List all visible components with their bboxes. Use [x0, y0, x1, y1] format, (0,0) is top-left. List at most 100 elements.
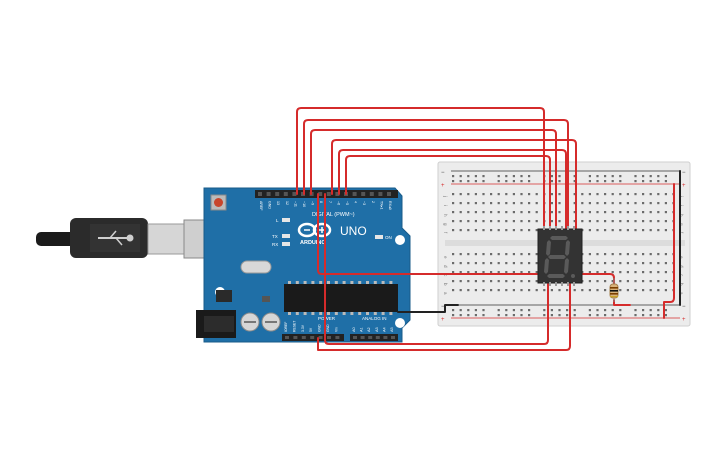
row-letter: d	[679, 265, 684, 268]
l-led	[282, 218, 290, 222]
digital-pin-label: AREF	[259, 201, 263, 211]
model-label: UNO	[340, 224, 367, 238]
wire-red[interactable]	[317, 283, 571, 351]
row-letter: c	[443, 274, 448, 277]
on-led	[375, 235, 383, 239]
analog-pin-label: A3	[375, 327, 379, 332]
header-hole	[275, 192, 280, 196]
digital-header-label: DIGITAL (PWM~)	[312, 212, 355, 218]
wire-red[interactable]	[338, 149, 567, 233]
analog-pin-label: A2	[367, 327, 371, 332]
breadboard-holes	[452, 175, 675, 317]
rail-plus-symbol: +	[682, 183, 686, 189]
digital-pin-label: RX◂0	[388, 201, 392, 210]
analog-pin-label: A1	[360, 327, 364, 332]
rx-led-label: RX	[272, 242, 278, 247]
digital-pin-label: ~5	[345, 201, 349, 205]
brand-label: ARDUINO	[300, 240, 326, 246]
digital-header	[255, 190, 398, 198]
header-hole	[266, 192, 271, 196]
wire-red[interactable]	[317, 193, 615, 291]
power-pin-label: RESET	[292, 321, 296, 332]
analog-pin-label: A4	[382, 327, 386, 332]
row-letter: a	[443, 292, 448, 295]
tx-led-label: TX	[272, 234, 278, 239]
wire-black[interactable]	[397, 304, 459, 313]
tx-led	[282, 234, 290, 238]
digital-pin-label: ~6	[336, 201, 340, 205]
header-hole	[335, 192, 340, 196]
wire-red[interactable]	[345, 155, 551, 233]
display-pins	[543, 226, 575, 286]
wire-red[interactable]	[303, 119, 569, 233]
segment-f	[546, 240, 551, 256]
row-letter: e	[679, 256, 684, 259]
seven-segment-display[interactable]	[537, 226, 583, 286]
row-letter: b	[679, 283, 684, 286]
rail-minus-symbol: −	[682, 304, 686, 310]
power-pin-label: GND	[318, 324, 322, 332]
chip-pins	[288, 281, 393, 315]
segment-c	[564, 258, 569, 274]
wire-red[interactable]	[663, 183, 675, 319]
digital-pin-label: ~10	[302, 201, 306, 207]
row-letter: f	[679, 232, 684, 234]
usb-connector	[147, 223, 189, 255]
usb-cable-wire	[36, 232, 76, 246]
segment-b	[565, 240, 570, 256]
power-pin-label: GND	[326, 324, 330, 332]
header-hole	[283, 192, 288, 196]
segment-a	[550, 236, 568, 240]
wire-red[interactable]	[310, 129, 557, 233]
rail-minus-symbol: −	[682, 170, 686, 176]
capacitor	[261, 312, 281, 332]
wire-red[interactable]	[331, 139, 577, 233]
analog-pin-label: A5	[390, 327, 394, 332]
wires[interactable]	[296, 107, 681, 351]
power-jack-inner	[204, 316, 234, 332]
header-hole	[258, 192, 262, 196]
power-pin-label: 5V	[309, 327, 313, 332]
row-letter: a	[679, 292, 684, 295]
on-led-label: ON	[385, 235, 392, 240]
l-led-label: L	[276, 218, 279, 223]
row-letter: i	[679, 205, 684, 206]
row-letter: e	[443, 256, 448, 259]
segment-d	[547, 274, 565, 278]
row-letter: j	[443, 195, 448, 197]
row-letter: h	[443, 214, 448, 217]
wire-red[interactable]	[324, 193, 549, 345]
power-pin-label: IOREF	[284, 322, 288, 332]
rail-minus-symbol: −	[441, 170, 445, 176]
rail-minus-symbol: −	[441, 304, 445, 310]
header-hole	[369, 192, 374, 196]
crystal-oscillator	[240, 260, 272, 274]
digital-pin-label: TX▸1	[379, 201, 383, 209]
digital-pin-label: ~9	[311, 201, 315, 205]
row-letter: h	[679, 214, 684, 217]
segment-e	[544, 258, 549, 274]
header-hole	[318, 192, 323, 196]
row-letter: g	[679, 223, 684, 226]
row-letter: c	[679, 274, 684, 277]
row-letter: d	[443, 265, 448, 268]
bottom-header-holes	[285, 336, 395, 339]
header-hole	[361, 192, 366, 196]
mount-hole	[395, 318, 405, 328]
resistor[interactable]	[609, 278, 619, 302]
row-letter: j	[679, 195, 684, 197]
small-ic	[262, 296, 270, 302]
reset-button[interactable]	[210, 194, 227, 211]
mount-hole	[395, 235, 405, 245]
wire-red[interactable]	[296, 107, 545, 233]
rail-plus-symbol: +	[441, 317, 445, 323]
header-hole	[326, 192, 331, 196]
digital-pin-label: 12	[285, 201, 289, 205]
rail-plus-symbol: +	[441, 183, 445, 189]
digital-pin-label: 7	[328, 201, 332, 203]
